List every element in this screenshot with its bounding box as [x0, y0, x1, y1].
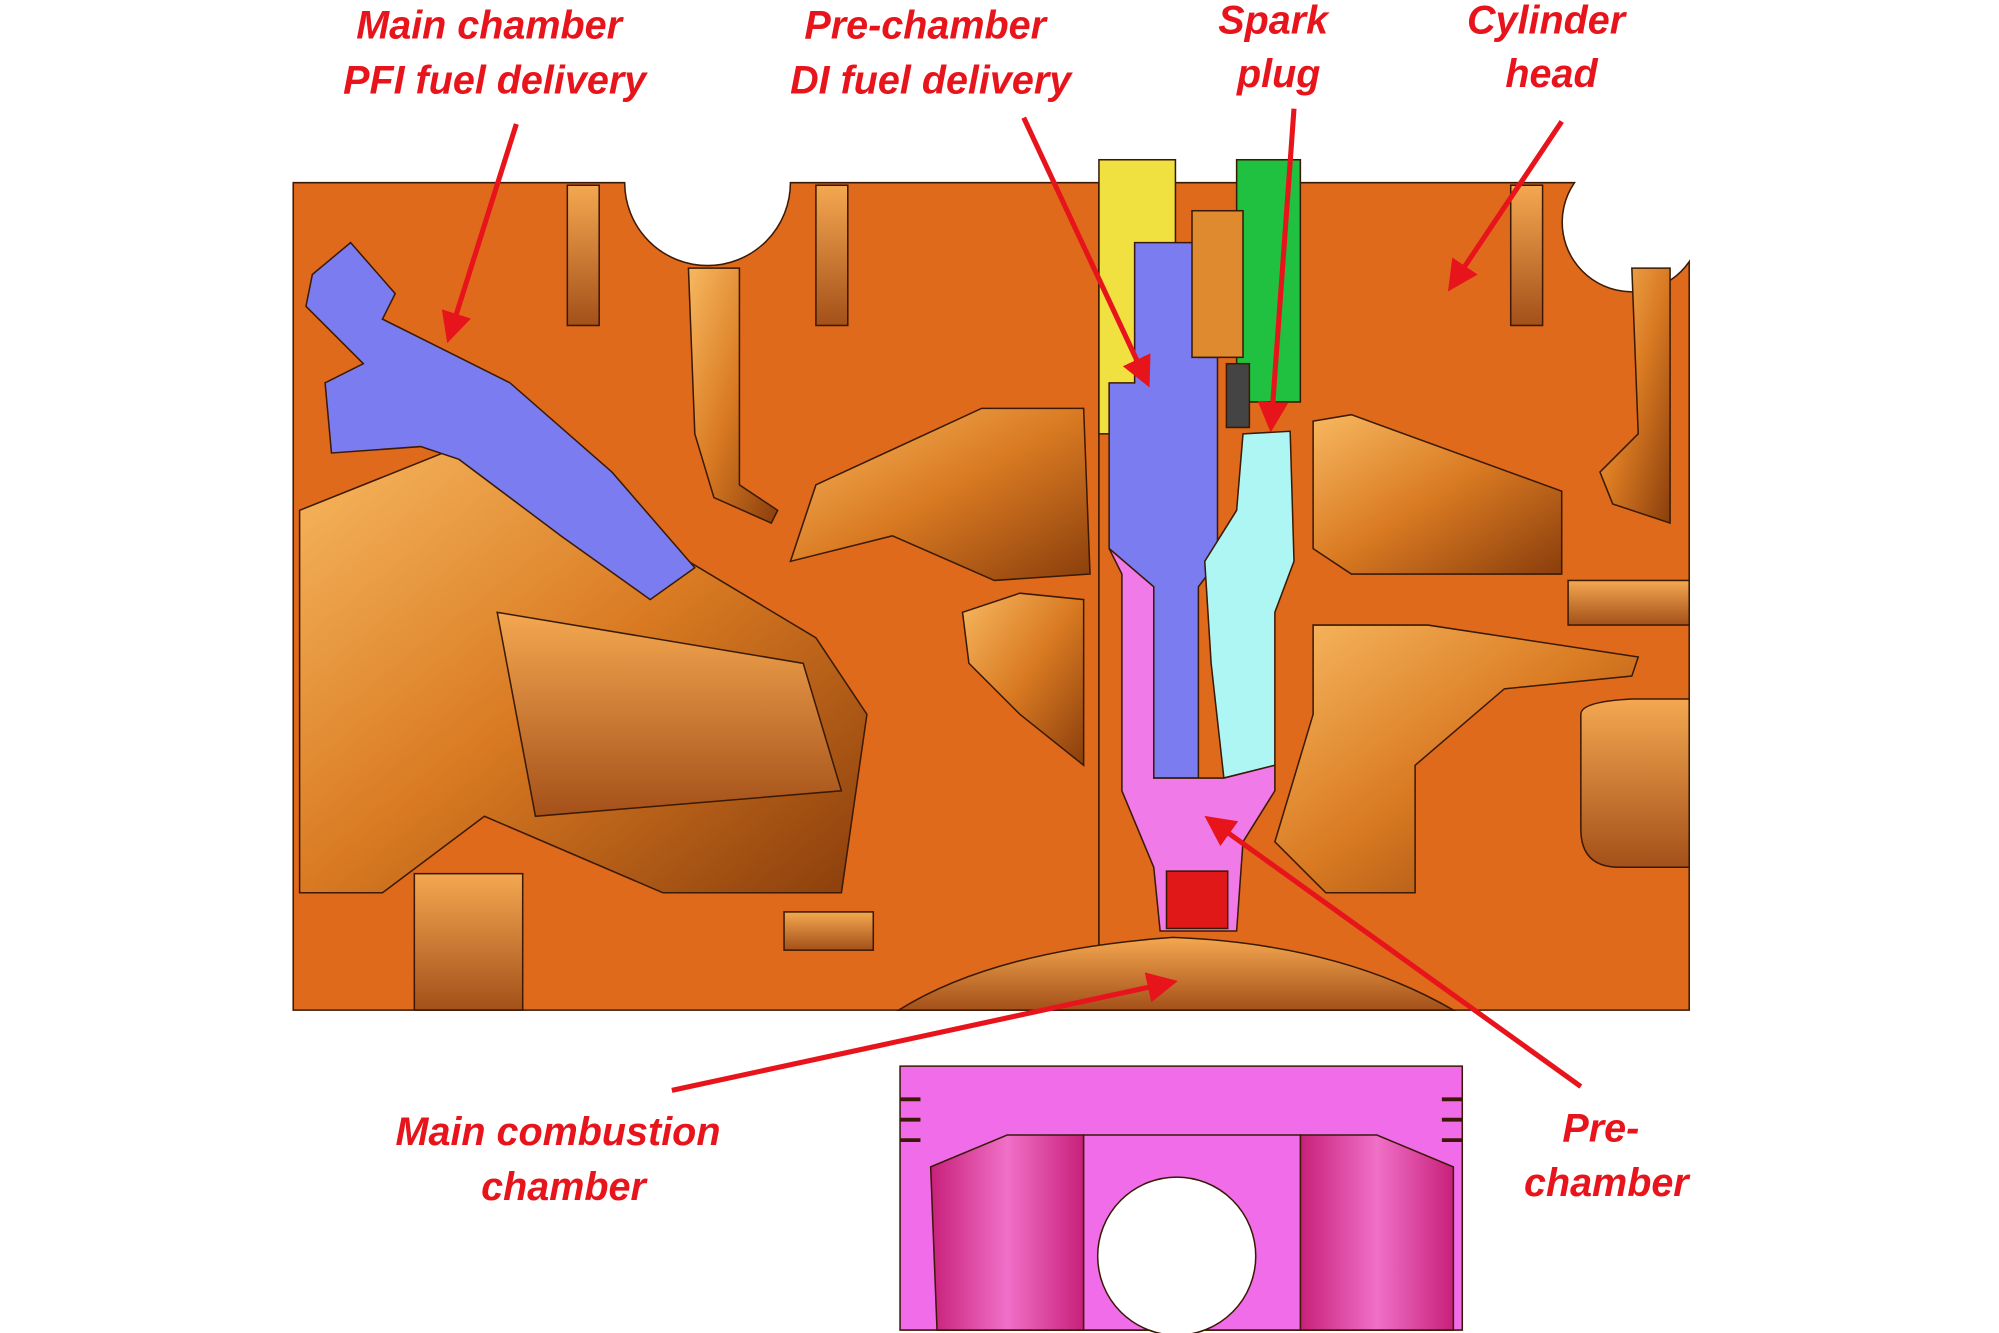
label-pre-line2: chamber	[1524, 1161, 1691, 1205]
label-di-line2: DI fuel delivery	[790, 58, 1073, 102]
arrow-di	[1021, 116, 1151, 388]
label-main-combustion-chamber: Main combustion chamber	[396, 1110, 732, 1209]
label-di-line1: Pre-chamber	[804, 4, 1048, 48]
label-cylinder-head: Cylinder head	[1467, 0, 1636, 96]
label-spark-line2: plug	[1236, 52, 1320, 96]
arrow-main-chamber	[671, 972, 1178, 1093]
label-di: Pre-chamber DI fuel delivery	[790, 4, 1073, 103]
label-head-line1: Cylinder	[1467, 0, 1628, 43]
label-head-line2: head	[1505, 52, 1598, 96]
label-main-line2: chamber	[481, 1165, 648, 1209]
label-spark-plug: Spark plug	[1218, 0, 1339, 96]
label-main-line1: Main combustion	[396, 1110, 721, 1154]
arrow-head	[1447, 120, 1564, 292]
label-pfi: Main chamber PFI fuel delivery	[343, 4, 648, 103]
label-pfi-line2: PFI fuel delivery	[343, 58, 648, 102]
arrow-prechamber	[1204, 815, 1583, 1089]
arrow-pfi	[441, 123, 519, 344]
label-prechamber: Pre- chamber	[1524, 1106, 1691, 1205]
piston	[899, 1065, 1464, 1333]
cylinder-head	[292, 181, 1690, 1011]
arrow-spark	[1257, 108, 1297, 433]
label-spark-line1: Spark	[1218, 0, 1330, 43]
label-pfi-line1: Main chamber	[356, 4, 624, 48]
label-pre-line1: Pre-	[1562, 1106, 1639, 1150]
pfi-injector	[305, 241, 696, 601]
spark-plug	[1191, 158, 1302, 780]
